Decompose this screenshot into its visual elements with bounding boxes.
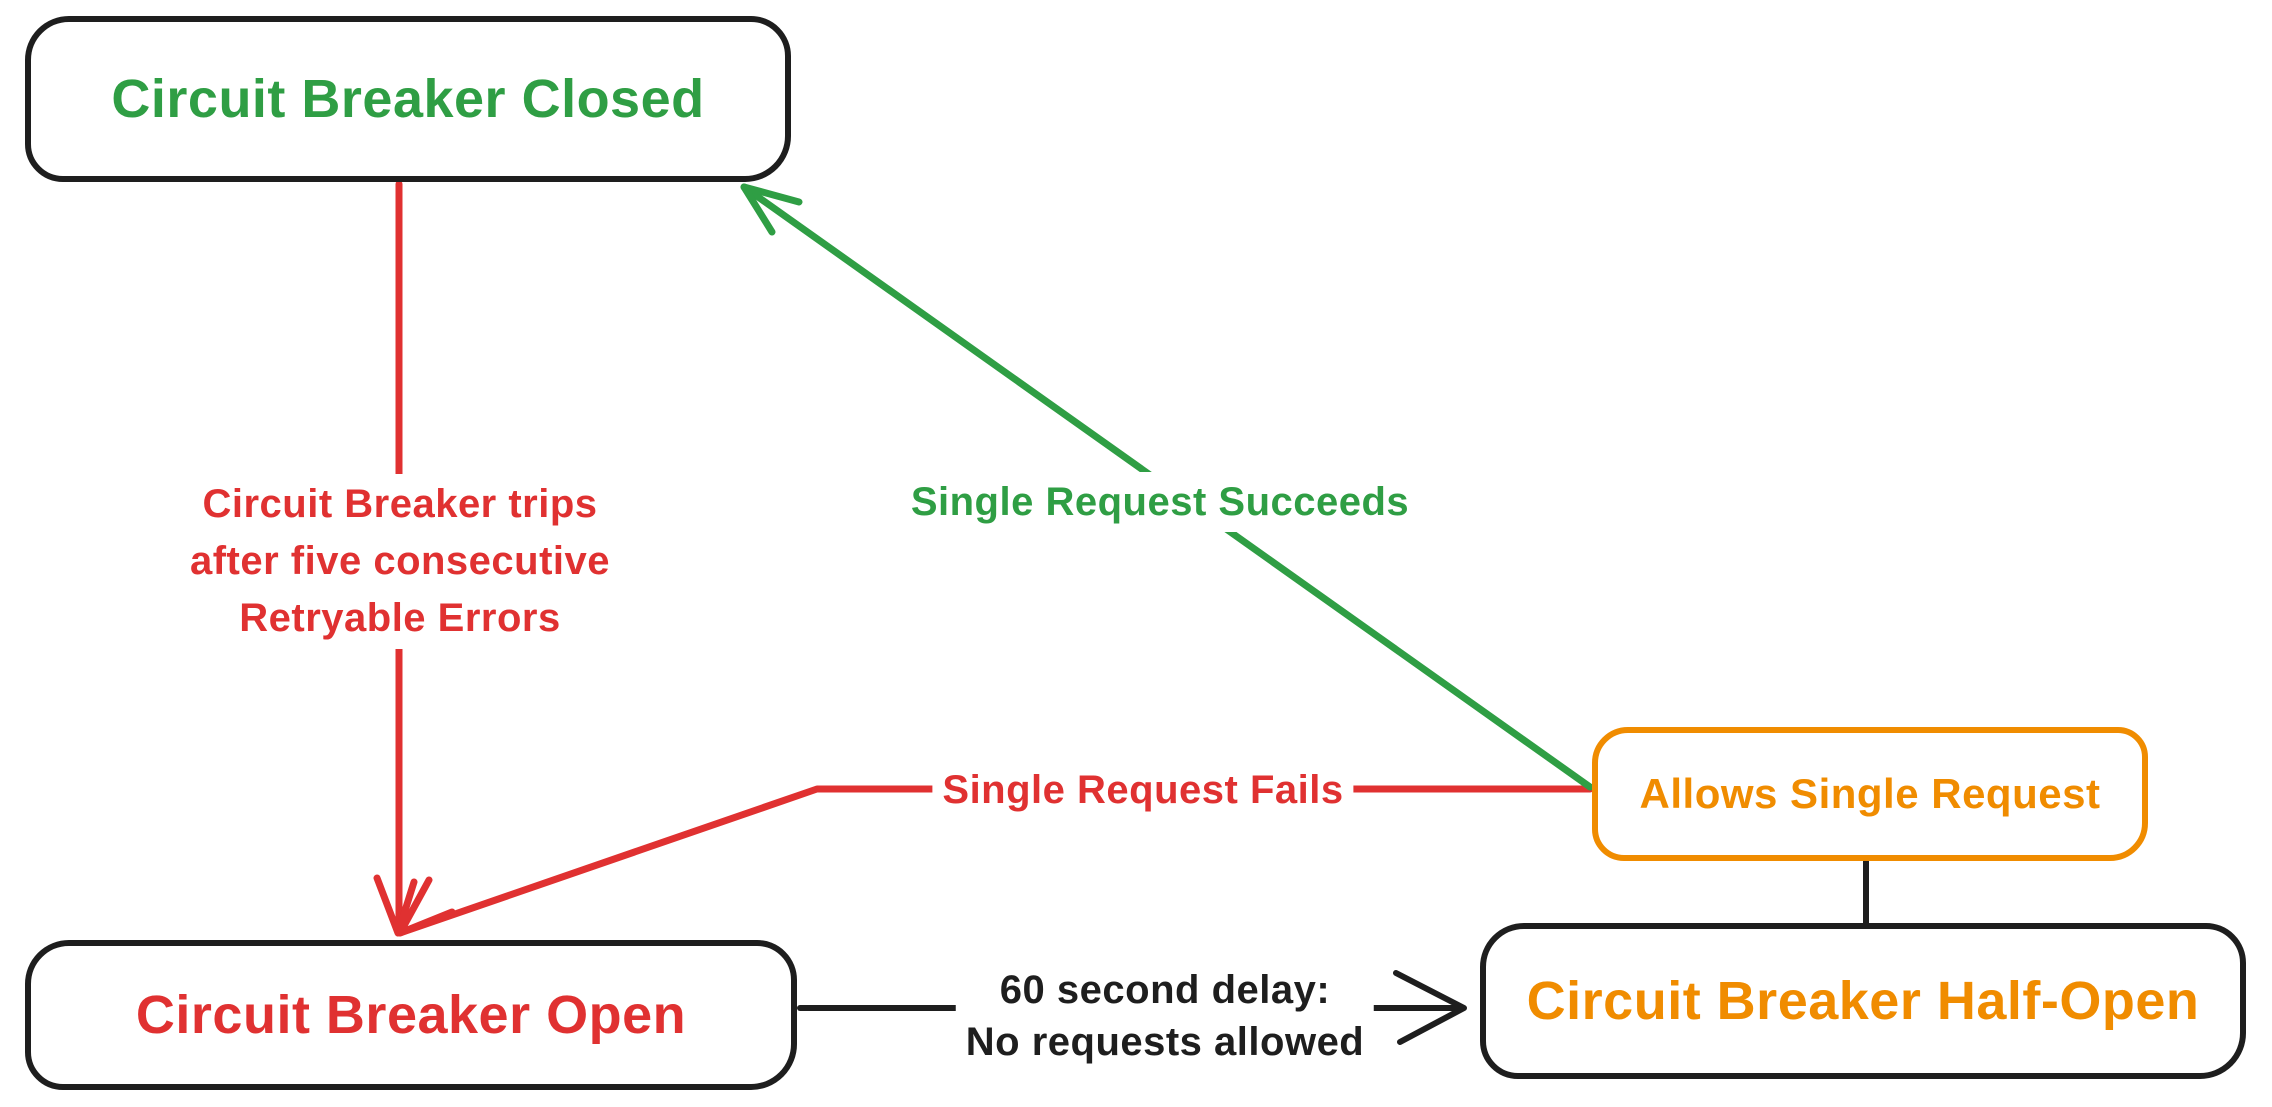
node-circuit-breaker-open: Circuit Breaker Open [25,940,797,1090]
edge-label-fails: Single Request Fails [932,760,1354,820]
edge-label-trip-line-1: Circuit Breaker trips [202,482,598,526]
edge-label-trip-line-3: Retryable Errors [239,596,561,640]
node-allows-single-request: Allows Single Request [1592,727,2148,861]
node-allows-single-request-label: Allows Single Request [1639,770,2101,817]
edge-label-delay-line-2: No requests allowed [965,1020,1365,1064]
edge-label-fails-text: Single Request Fails [942,768,1344,812]
node-circuit-breaker-half-open-label: Circuit Breaker Half-Open [1526,971,2200,1031]
node-circuit-breaker-closed: Circuit Breaker Closed [25,16,791,182]
edge-label-delay-line-1: 60 second delay: [999,968,1331,1012]
edge-delay-arrowhead [1393,970,1467,1045]
edge-succeeds-arrowhead [740,183,803,236]
node-circuit-breaker-half-open: Circuit Breaker Half-Open [1480,923,2246,1079]
node-circuit-breaker-closed-label: Circuit Breaker Closed [111,69,705,129]
edge-label-delay: 60 second delay: No requests allowed [955,962,1375,1070]
edge-label-trip: Circuit Breaker trips after five consecu… [179,474,621,649]
edge-fails-arrowhead [396,876,456,937]
edge-label-trip-line-2: after five consecutive [189,539,611,583]
edge-label-succeeds-text: Single Request Succeeds [910,480,1410,524]
edge-label-succeeds: Single Request Succeeds [900,472,1420,532]
node-circuit-breaker-open-label: Circuit Breaker Open [135,985,687,1045]
